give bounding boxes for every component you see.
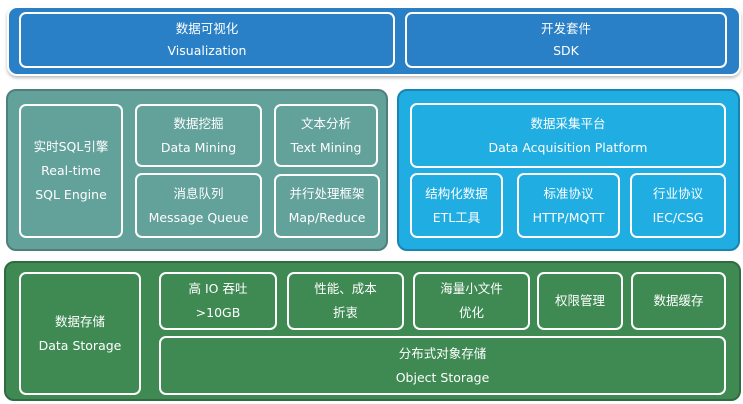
io-l2: >10GB (195, 305, 241, 320)
platform-zh: 数据采集平台 (530, 115, 606, 131)
etl-en: ETL工具 (432, 209, 481, 225)
visualization-en: Visualization (167, 43, 247, 58)
permissions-l1: 权限管理 (554, 293, 605, 308)
sdk-zh: 开发套件 (540, 21, 591, 36)
object-zh: 分布式对象存储 (398, 345, 487, 361)
small-files-l2: 优化 (458, 305, 484, 320)
message-queue-zh: 消息队列 (173, 185, 224, 201)
data-storage-box: 数据存储 Data Storage (19, 272, 141, 395)
message-queue-en: Message Queue (148, 209, 249, 225)
storage-en: Data Storage (38, 337, 122, 353)
platform-en: Data Acquisition Platform (488, 139, 648, 155)
industry-en: IEC/CSG (652, 209, 704, 225)
message-queue-box: 消息队列 Message Queue (135, 173, 262, 238)
object-storage-box: 分布式对象存储 Object Storage (159, 336, 726, 395)
acquisition-layer: 数据采集平台 Data Acquisition Platform 结构化数据 ETL… (397, 89, 740, 251)
small-files-l1: 海量小文件 (440, 281, 503, 296)
cache-l1: 数据缓存 (653, 293, 704, 308)
small-files-box: 海量小文件优化 (413, 272, 530, 330)
cache-box: 数据缓存 (631, 272, 726, 330)
map-reduce-en: Map/Reduce (288, 210, 366, 225)
acquisition-platform-box: 数据采集平台 Data Acquisition Platform (410, 103, 726, 168)
data-mining-box: 数据挖掘 Data Mining (135, 104, 262, 167)
sdk-en: SDK (553, 43, 579, 58)
cost-tradeoff-box: 性能、成本折衷 (287, 272, 404, 330)
map-reduce-zh: 并行处理框架 (289, 186, 365, 201)
standard-zh: 标准协议 (543, 185, 594, 201)
permissions-box: 权限管理 (537, 272, 623, 330)
storage-zh: 数据存储 (54, 313, 105, 329)
visualization-box: 数据可视化 Visualization (19, 12, 395, 68)
visualization-zh: 数据可视化 (175, 21, 239, 36)
text-mining-en: Text Mining (290, 139, 362, 155)
industry-protocol-box: 行业协议 IEC/CSG (630, 173, 726, 238)
cost-l2: 折衷 (332, 305, 358, 320)
standard-protocol-box: 标准协议 HTTP/MQTT (517, 173, 620, 238)
cost-l1: 性能、成本 (314, 281, 377, 296)
text-mining-box: 文本分析 Text Mining (274, 104, 378, 167)
map-reduce-box: 并行处理框架 Map/Reduce (274, 174, 380, 238)
data-mining-en: Data Mining (160, 139, 237, 155)
industry-zh: 行业协议 (652, 185, 703, 201)
application-layer: 数据可视化 Visualization 开发套件 SDK (7, 6, 741, 76)
sql-engine-en1: Real-time (41, 163, 101, 178)
sql-engine-zh: 实时SQL引擎 (33, 139, 109, 154)
etl-box: 结构化数据 ETL工具 (410, 173, 503, 238)
sql-engine-en2: SQL Engine (35, 187, 107, 202)
object-en: Object Storage (395, 369, 490, 385)
text-mining-zh: 文本分析 (300, 115, 351, 131)
standard-en: HTTP/MQTT (532, 209, 605, 225)
storage-layer: 数据存储 Data Storage 高 IO 吞吐 >10GB 性能、成本折衷 海量… (4, 261, 741, 401)
high-io-box: 高 IO 吞吐 >10GB (159, 272, 277, 330)
etl-zh: 结构化数据 (425, 185, 488, 201)
data-mining-zh: 数据挖掘 (173, 115, 224, 131)
io-l1: 高 IO 吞吐 (188, 281, 248, 296)
sdk-box: 开发套件 SDK (405, 12, 727, 68)
